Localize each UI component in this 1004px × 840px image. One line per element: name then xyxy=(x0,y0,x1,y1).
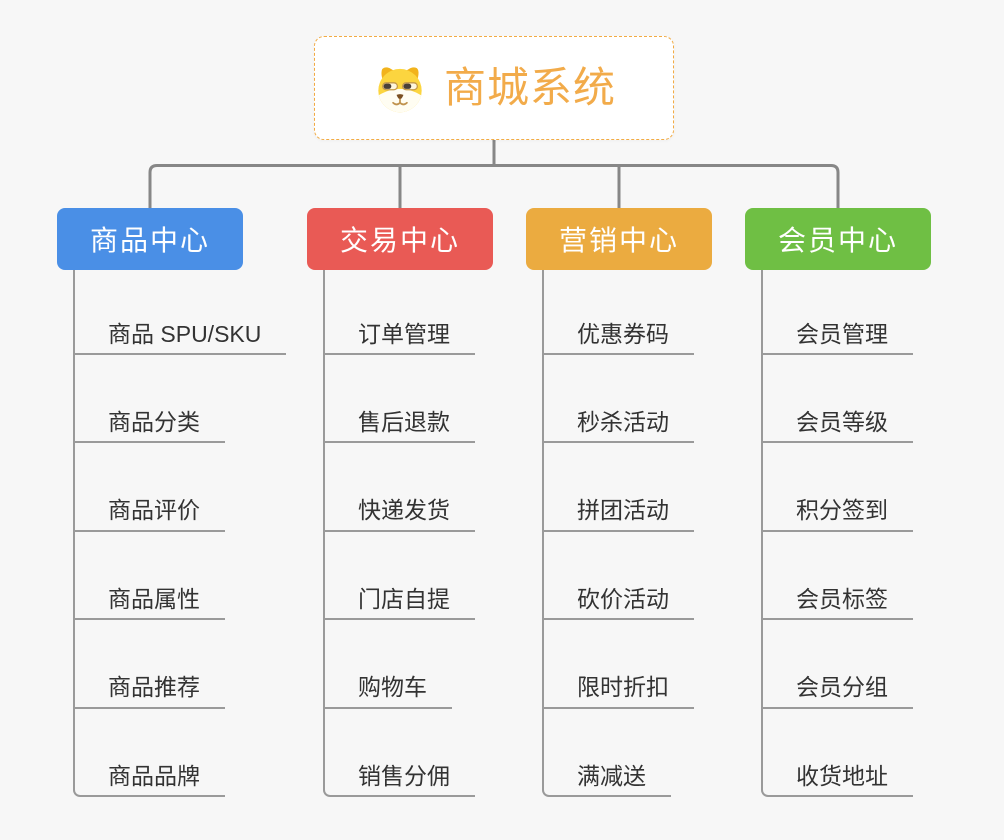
leaf-label: 拼团活动 xyxy=(577,497,669,524)
root-title: 商城系统 xyxy=(443,64,616,111)
branch-4-children: 会员管理会员等级积分签到会员标签会员分组收货地址 xyxy=(761,270,913,797)
leaf-label: 商品品牌 xyxy=(108,762,200,789)
branch-3-children: 优惠券码秒杀活动拼团活动砍价活动限时折扣满减送 xyxy=(542,270,694,797)
root-node[interactable]: 商城系统 xyxy=(314,36,674,140)
leaf-node[interactable]: 积分签到 xyxy=(761,443,913,532)
leaf-label: 会员分组 xyxy=(796,674,888,701)
leaf-node[interactable]: 商品分类 xyxy=(73,355,225,444)
leaf-node[interactable]: 销售分佣 xyxy=(323,708,475,797)
leaf-node[interactable]: 售后退款 xyxy=(323,355,475,444)
leaf-label: 满减送 xyxy=(577,762,646,789)
branch-node-3[interactable]: 营销中心 xyxy=(526,208,712,270)
leaf-label: 会员管理 xyxy=(796,320,888,347)
leaf-node[interactable]: 优惠券码 xyxy=(542,270,694,355)
dog-icon xyxy=(372,62,428,114)
leaf-node[interactable]: 秒杀活动 xyxy=(542,355,694,444)
branch-node-1[interactable]: 商品中心 xyxy=(57,208,243,270)
leaf-node[interactable]: 会员管理 xyxy=(761,270,913,355)
branch-2-children: 订单管理售后退款快递发货门店自提购物车销售分佣 xyxy=(323,270,475,797)
leaf-node[interactable]: 订单管理 xyxy=(323,270,475,355)
leaf-label: 商品属性 xyxy=(108,585,200,612)
leaf-label: 商品推荐 xyxy=(108,674,200,701)
leaf-node[interactable]: 限时折扣 xyxy=(542,620,694,709)
leaf-node[interactable]: 商品属性 xyxy=(73,531,225,621)
leaf-node[interactable]: 商品推荐 xyxy=(73,620,225,709)
leaf-node[interactable]: 拼团活动 xyxy=(542,443,694,532)
leaf-label: 限时折扣 xyxy=(577,674,669,701)
leaf-label: 门店自提 xyxy=(358,585,450,612)
leaf-node[interactable]: 会员分组 xyxy=(761,620,913,709)
leaf-label: 积分签到 xyxy=(796,497,888,524)
branch-node-4[interactable]: 会员中心 xyxy=(745,208,931,270)
leaf-node[interactable]: 商品 SPU/SKU xyxy=(73,270,287,355)
leaf-label: 购物车 xyxy=(358,674,427,701)
leaf-node[interactable]: 商品品牌 xyxy=(73,708,225,797)
leaf-label: 砍价活动 xyxy=(577,585,669,612)
branch-node-2[interactable]: 交易中心 xyxy=(307,208,493,270)
branch-1-children: 商品 SPU/SKU 商品分类商品评价商品属性商品推荐商品品牌 xyxy=(73,270,287,797)
leaf-label: 优惠券码 xyxy=(577,320,669,347)
leaf-node[interactable]: 购物车 xyxy=(323,620,452,709)
leaf-node[interactable]: 快递发货 xyxy=(323,443,475,532)
leaf-label: 商品分类 xyxy=(108,408,200,435)
leaf-node[interactable]: 砍价活动 xyxy=(542,531,694,621)
leaf-label: 快递发货 xyxy=(358,497,450,524)
leaf-label: 商品评价 xyxy=(108,497,200,524)
leaf-label: 收货地址 xyxy=(796,762,888,789)
leaf-label: 销售分佣 xyxy=(358,762,450,789)
leaf-node[interactable]: 会员等级 xyxy=(761,355,913,444)
leaf-label: 订单管理 xyxy=(358,320,450,347)
leaf-node[interactable]: 收货地址 xyxy=(761,708,913,797)
leaf-label: 会员标签 xyxy=(796,585,888,612)
leaf-node[interactable]: 满减送 xyxy=(542,708,671,797)
leaf-label: 秒杀活动 xyxy=(577,408,669,435)
leaf-label: 售后退款 xyxy=(358,408,450,435)
leaf-label: 商品 SPU/SKU xyxy=(108,320,262,347)
leaf-node[interactable]: 会员标签 xyxy=(761,531,913,621)
leaf-label: 会员等级 xyxy=(796,408,888,435)
leaf-node[interactable]: 商品评价 xyxy=(73,443,225,532)
leaf-node[interactable]: 门店自提 xyxy=(323,531,475,621)
